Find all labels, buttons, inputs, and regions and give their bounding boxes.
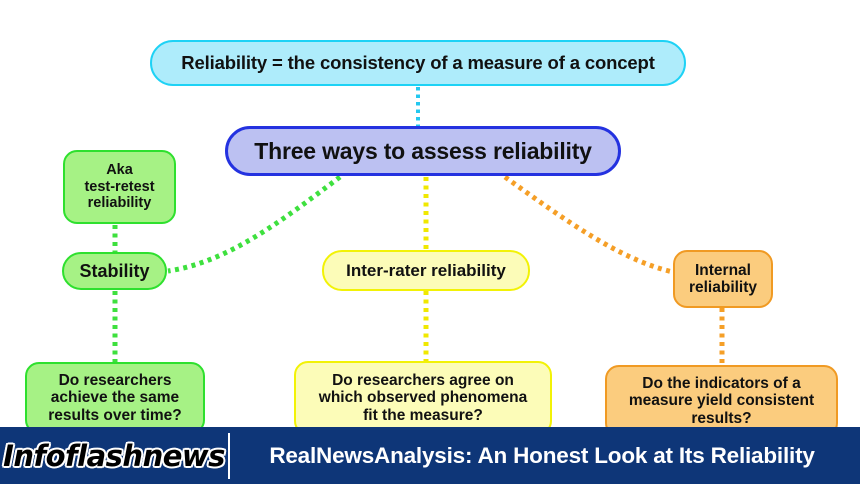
node-central-topic: Three ways to assess reliability: [225, 126, 621, 176]
node-internal-question: Do the indicators of a measure yield con…: [605, 365, 838, 437]
node-aka-test-retest: Aka test-retest reliability: [63, 150, 176, 224]
banner-divider: [228, 432, 230, 479]
node-definition: Reliability = the consistency of a measu…: [150, 40, 686, 86]
brand-logo[interactable]: Infoflashnews: [0, 427, 228, 484]
brand-logo-text: Infoflashnews: [3, 438, 225, 473]
node-internal-reliability: Internal reliability: [673, 250, 773, 308]
node-stability: Stability: [62, 252, 167, 290]
node-stability-question: Do researchers achieve the same results …: [25, 362, 205, 434]
connector-central-to-internal: [503, 174, 674, 275]
node-inter-rater-question: Do researchers agree on which observed p…: [294, 361, 552, 435]
bottom-banner: Infoflashnews RealNewsAnalysis: An Hones…: [0, 427, 860, 484]
connector-central-to-stability: [167, 175, 342, 274]
node-inter-rater-reliability: Inter-rater reliability: [322, 250, 530, 291]
banner-headline: RealNewsAnalysis: An Honest Look at Its …: [269, 442, 815, 468]
